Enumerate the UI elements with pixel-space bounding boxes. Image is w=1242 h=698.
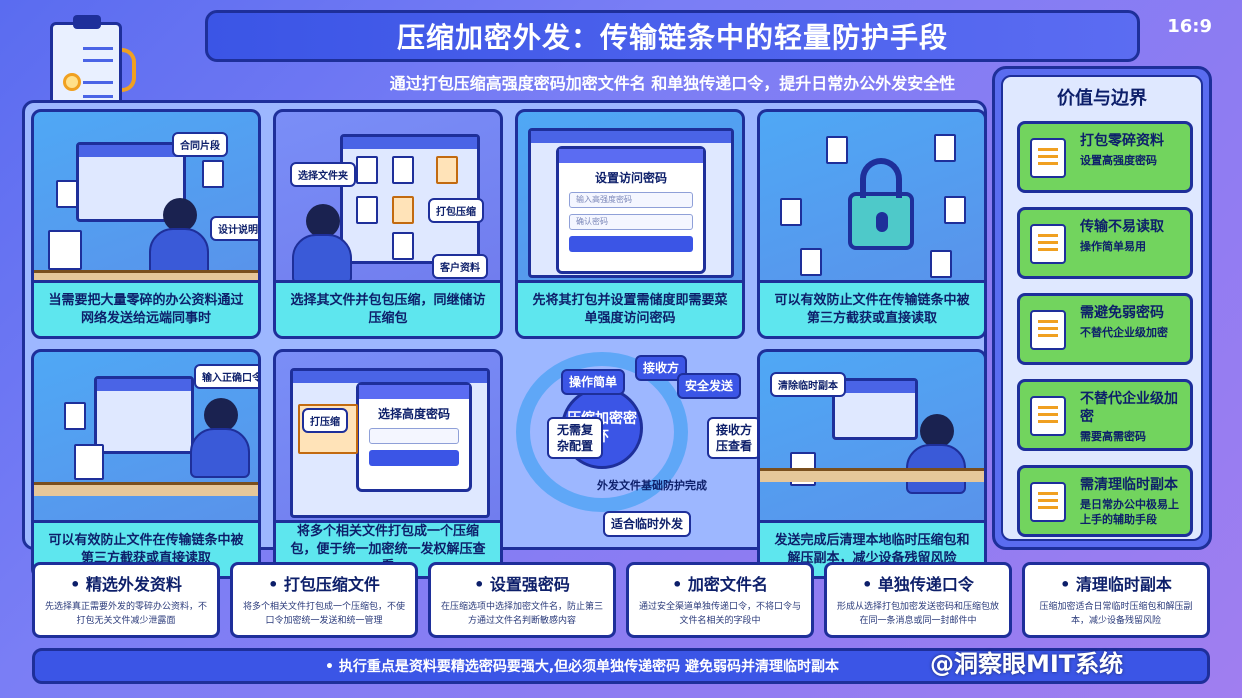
card-pack-fragments: 打包零碎资料 设置高强度密码	[1017, 121, 1193, 193]
panel-3: 设置访问密码 输入高强度密码 确认密码 先将其打包并设置需储度即需要菜单强度访问…	[515, 109, 745, 339]
tag-select-folder: 选择文件夹	[290, 162, 356, 187]
tag-client-data: 客户资料	[432, 254, 488, 279]
panel-2-caption: 选择其文件并包包压缩，同继储访压缩包	[276, 280, 500, 336]
tag-compress: 打压缩	[302, 408, 348, 433]
panel-8: 清除临时副本 发送完成后清理本地临时压缩包和解压副本，减少设备残留风险	[757, 349, 987, 579]
card-not-enterprise: 不替代企业级加密 需要高需密码	[1017, 379, 1193, 451]
step-clear-temp: 清理临时副本 压缩加密适合日常临时压缩包和解压副本，减少设备残留风险	[1022, 562, 1210, 638]
confirm-password-input[interactable]: 确认密码	[569, 214, 693, 230]
watermark: @洞察眼MIT系统	[930, 650, 1124, 678]
card-clear-temp: 需清理临时副本 是日常办公中极易上上手的辅助手段	[1017, 465, 1193, 537]
page-title: 压缩加密外发：传输链条中的轻量防护手段	[396, 21, 948, 54]
laptop-screen	[832, 378, 918, 440]
tag-enter-password: 输入正确口令	[194, 364, 258, 389]
folder-icon	[1030, 224, 1066, 264]
document-icon	[356, 196, 378, 224]
panel-1-caption: 当需要把大量零碎的办公资料通过网络发送给远端同事时	[34, 280, 258, 336]
password-input[interactable]	[369, 428, 459, 444]
document-icon	[74, 444, 104, 480]
pen-icon	[122, 48, 136, 92]
value-boundary-sidebar: 价值与边界 打包零碎资料 设置高强度密码 传输不易读取 操作简单易用 需避免弱密…	[992, 66, 1212, 550]
document-icon	[930, 250, 952, 278]
panel-2: 选择文件夹 打包压缩 客户资料 选择其文件并包包压缩，同继储访压缩包	[273, 109, 503, 339]
password-dialog: 选择高度密码	[356, 382, 472, 492]
document-icon	[800, 248, 822, 276]
card-hard-to-read: 传输不易读取 操作简单易用	[1017, 207, 1193, 279]
cycle-node-safe-send: 安全发送	[677, 373, 742, 400]
document-icon	[64, 402, 86, 430]
step-separate-password: 单独传递口令 形成从选择打包加密发送密码和压缩包放在同一条消息或同一封邮件中	[824, 562, 1012, 638]
clipboard-lock-icon	[50, 15, 122, 114]
password-input[interactable]: 输入高强度密码	[569, 192, 693, 208]
password-dialog: 设置访问密码 输入高强度密码 确认密码	[556, 146, 706, 274]
cycle-node-no-config: 无需复杂配置	[547, 417, 603, 460]
tag-pack-compress: 打包压缩	[428, 198, 484, 223]
padlock-icon	[848, 158, 914, 250]
document-check-icon	[1030, 310, 1066, 350]
page-subtitle: 通过打包压缩高强度密码加密文件名 和单独传递口令，提升日常办公外发安全性	[389, 74, 956, 93]
cycle-diagram: 压缩加密密环 操作简单 接收方 安全发送 无需复杂配置 接收方压查看 适合临时外…	[221, 347, 761, 547]
title-banner: 压缩加密外发：传输链条中的轻量防护手段	[205, 10, 1140, 62]
panel-3-caption: 先将其打包并设置需储度即需要菜单强度访问密码	[518, 280, 742, 336]
summary-text: • 执行重点是资料要精选密码要强大,但必须单独传递密码 避免弱码并清理临时副本	[325, 659, 840, 675]
files-stack-icon	[1030, 138, 1066, 178]
panel-1: 合同片段 设计说明 当需要把大量零碎的办公资料通过网络发送给远端同事时	[31, 109, 261, 339]
desk	[760, 468, 984, 482]
document-icon	[436, 156, 458, 184]
cycle-node-temp-send: 适合临时外发	[603, 511, 692, 538]
sidebar-title: 价值与边界	[1057, 88, 1147, 109]
desk	[34, 482, 258, 496]
document-icon	[780, 198, 802, 226]
document-icon	[392, 196, 414, 224]
document-icon	[826, 136, 848, 164]
encrypt-filename-button[interactable]	[569, 236, 693, 252]
panel-4: 可以有效防止文件在传输链条中被第三方截获或直接读取	[757, 109, 987, 339]
document-icon	[392, 232, 414, 260]
document-icon	[356, 156, 378, 184]
panel-4-caption: 可以有效防止文件在传输链条中被第三方截获或直接读取	[760, 280, 984, 336]
document-icon	[202, 160, 224, 188]
summary-bar: • 执行重点是资料要精选密码要强大,但必须单独传递密码 避免弱码并清理临时副本	[32, 648, 1210, 684]
tag-design: 设计说明	[210, 216, 258, 241]
card-avoid-weak-password: 需避免弱密码 不替代企业级加密	[1017, 293, 1193, 365]
step-encrypt-filenames: 加密文件名 通过安全渠道单独传递口令，不将口令与文件名相关的字段中	[626, 562, 814, 638]
main-panel-grid: 合同片段 设计说明 当需要把大量零碎的办公资料通过网络发送给远端同事时 选择文件…	[22, 100, 987, 579]
tag-clear-temp: 清除临时副本	[770, 372, 846, 397]
step-strong-password: 设置强密码 在压缩选项中选择加密文件名，防止第三方通过文件名判断敏感内容	[428, 562, 616, 638]
step-select-files: 精选外发资料 先选择真正需要外发的零碎办公资料，不打包无关文件减少泄露面	[32, 562, 220, 638]
cycle-label: 外发文件基础防护完成	[597, 479, 707, 492]
cycle-node-easy: 操作简单	[561, 369, 626, 396]
step-compress: 打包压缩文件 将多个相关文件打包成一个压缩包，不使口令加密统一发送和统一管理	[230, 562, 418, 638]
cycle-node-receiver-view: 接收方压查看	[707, 417, 761, 460]
monitor	[94, 376, 194, 454]
document-icon	[934, 134, 956, 162]
document-icon	[48, 230, 82, 270]
tag-contract: 合同片段	[172, 132, 228, 157]
key-icon	[1030, 396, 1066, 436]
dialog-title: 设置访问密码	[594, 171, 667, 185]
document-icon	[56, 180, 78, 208]
dialog-title: 选择高度密码	[377, 407, 450, 421]
trash-icon	[1030, 482, 1066, 522]
document-icon	[944, 196, 966, 224]
aspect-ratio-label: 16:9	[1167, 16, 1212, 37]
document-icon	[392, 156, 414, 184]
confirm-button[interactable]	[369, 450, 459, 466]
